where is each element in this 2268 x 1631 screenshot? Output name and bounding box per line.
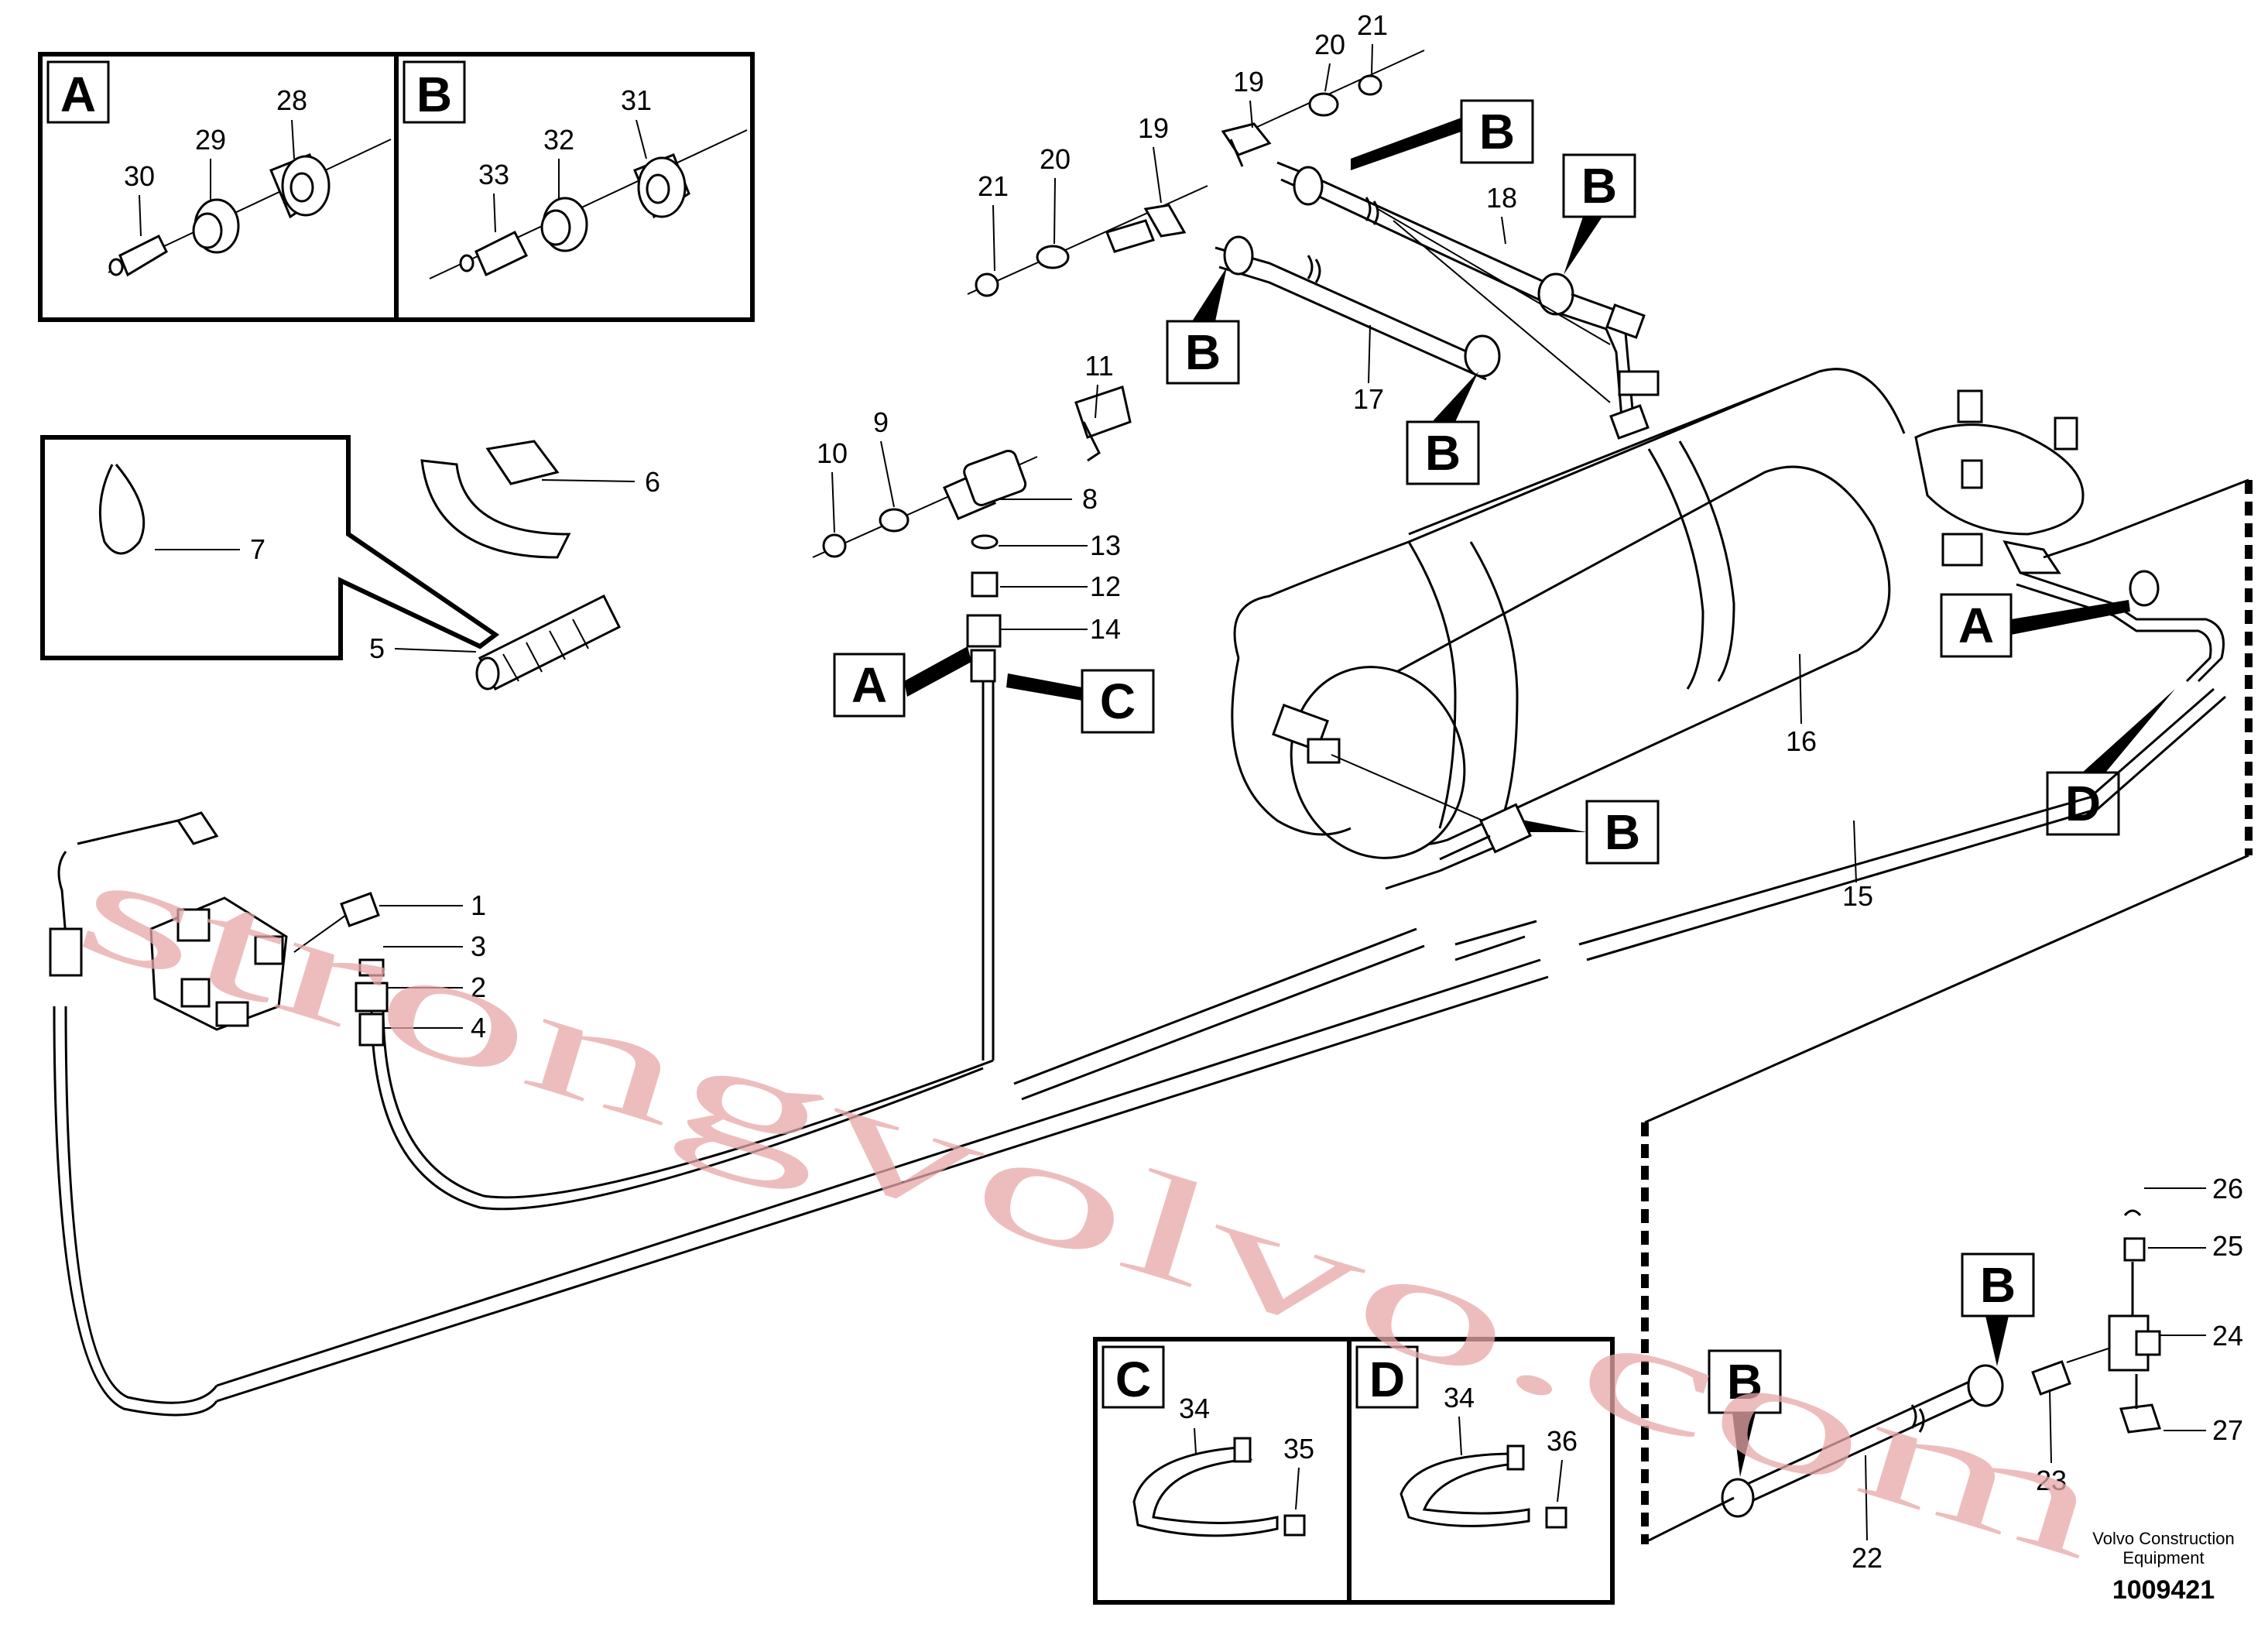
part-number: 11 [1084, 350, 1113, 382]
part-number: 10 [817, 437, 848, 469]
part-number: 19 [1233, 66, 1264, 98]
callout-b-bottom-1: B [1961, 1252, 2035, 1366]
frame-dashed-edge [1641, 478, 2253, 1544]
part-number: 16 [1786, 725, 1817, 757]
part-number: 2 [471, 971, 486, 1003]
left-valve-block: 1 3 2 4 [49, 811, 486, 1047]
svg-text:A: A [851, 657, 887, 713]
part-number: 30 [124, 160, 155, 192]
part-number: 20 [1314, 29, 1345, 60]
inset-box-d: D 34 36 [1347, 1337, 1615, 1605]
part-number: 29 [195, 124, 226, 156]
callout-d-right: D [2046, 689, 2175, 836]
svg-text:36: 36 [1547, 1425, 1578, 1457]
footer-line1: Volvo Construction [2092, 1529, 2234, 1548]
part-number: 1 [471, 889, 486, 921]
svg-text:34: 34 [1179, 1393, 1210, 1424]
svg-text:B: B [1980, 1257, 2016, 1313]
part-number: 6 [645, 466, 660, 498]
tank-valve [1578, 389, 2226, 961]
part-number: 25 [2212, 1230, 2243, 1262]
inset-box-b: B 31 32 33 [394, 52, 755, 322]
part-number: 8 [1082, 483, 1098, 515]
svg-text:B: B [1425, 425, 1461, 481]
svg-text:B: B [1581, 158, 1617, 214]
air-tank: 16 [1231, 368, 1906, 859]
inset-box-a-letter: A [60, 67, 96, 122]
callout-a-middle: A [833, 646, 971, 718]
part-number: 27 [2212, 1414, 2243, 1446]
svg-text:D: D [1369, 1352, 1405, 1407]
part-number: 17 [1353, 383, 1384, 415]
callout-c-middle: C [1006, 669, 1155, 734]
footer-credit: Volvo Construction Equipment 1009421 [2092, 1529, 2234, 1605]
part-number: 12 [1090, 571, 1121, 602]
svg-text:B: B [1605, 804, 1640, 860]
zoom-inset-cable-tie: 7 [40, 435, 500, 660]
inset-box-c: C 34 35 [1093, 1337, 1352, 1605]
part-number: 21 [1357, 9, 1388, 41]
callout-b-top-1: B [1351, 99, 1534, 170]
part-number: 15 [1842, 880, 1873, 912]
part-number: 4 [471, 1012, 486, 1043]
part-number: 33 [478, 159, 509, 190]
svg-text:35: 35 [1283, 1433, 1314, 1465]
footer-line2: Equipment [2122, 1548, 2204, 1568]
part-number: 7 [250, 533, 266, 565]
watermark: strongvolvo.com [60, 820, 2122, 1591]
svg-text:B: B [1727, 1354, 1763, 1410]
part-number: 9 [873, 406, 889, 438]
bottom-right-hose-assembly: 22 23 24 25 26 27 [1648, 1173, 2243, 1574]
svg-text:34: 34 [1444, 1382, 1475, 1413]
callout-b-top-4: B [1406, 372, 1480, 485]
part-number: 13 [1090, 529, 1121, 561]
part-number: 19 [1138, 112, 1169, 144]
part-number: 22 [1852, 1542, 1883, 1574]
fitting-stack: 10 9 11 8 13 12 14 [812, 350, 1132, 1060]
top-hose-assembly: 21 20 19 17 [967, 112, 1501, 415]
inset-box-a: A 28 29 30 [38, 52, 399, 322]
callout-a-right: A [1940, 593, 2130, 658]
svg-text:B: B [1185, 324, 1221, 380]
svg-text:C: C [1100, 673, 1136, 729]
callout-b-bottom-2: B [1708, 1349, 1782, 1477]
part-number: 14 [1090, 613, 1121, 645]
svg-text:B: B [1479, 104, 1515, 159]
callout-b-top-3: B [1166, 267, 1240, 385]
strap-clamp: 6 [420, 440, 660, 559]
svg-text:D: D [2065, 776, 2101, 831]
part-number: 3 [471, 930, 486, 962]
long-hose-runs [53, 869, 1549, 1417]
inset-box-b-letter: B [416, 67, 452, 122]
callout-b-tank: B [1517, 800, 1660, 865]
svg-text:A: A [1958, 598, 1994, 653]
part-number: 28 [276, 84, 307, 116]
part-number: 23 [2036, 1465, 2067, 1496]
svg-text:C: C [1115, 1352, 1151, 1407]
part-number: 20 [1040, 143, 1071, 175]
part-number: 24 [2212, 1320, 2243, 1352]
part-number: 32 [543, 124, 574, 156]
part-number: 5 [369, 632, 385, 664]
part-number: 18 [1486, 182, 1517, 214]
callout-b-top-2: B [1562, 153, 1636, 275]
spiral-guard: 5 [369, 594, 622, 691]
upper-hose-assembly: 19 20 21 18 [1221, 9, 1660, 440]
footer-drawing-id: 1009421 [2112, 1575, 2215, 1605]
tank-outlet-fitting [1439, 803, 1532, 872]
part-number: 31 [621, 84, 652, 116]
part-number: 21 [978, 170, 1009, 202]
part-number: 26 [2212, 1173, 2243, 1204]
